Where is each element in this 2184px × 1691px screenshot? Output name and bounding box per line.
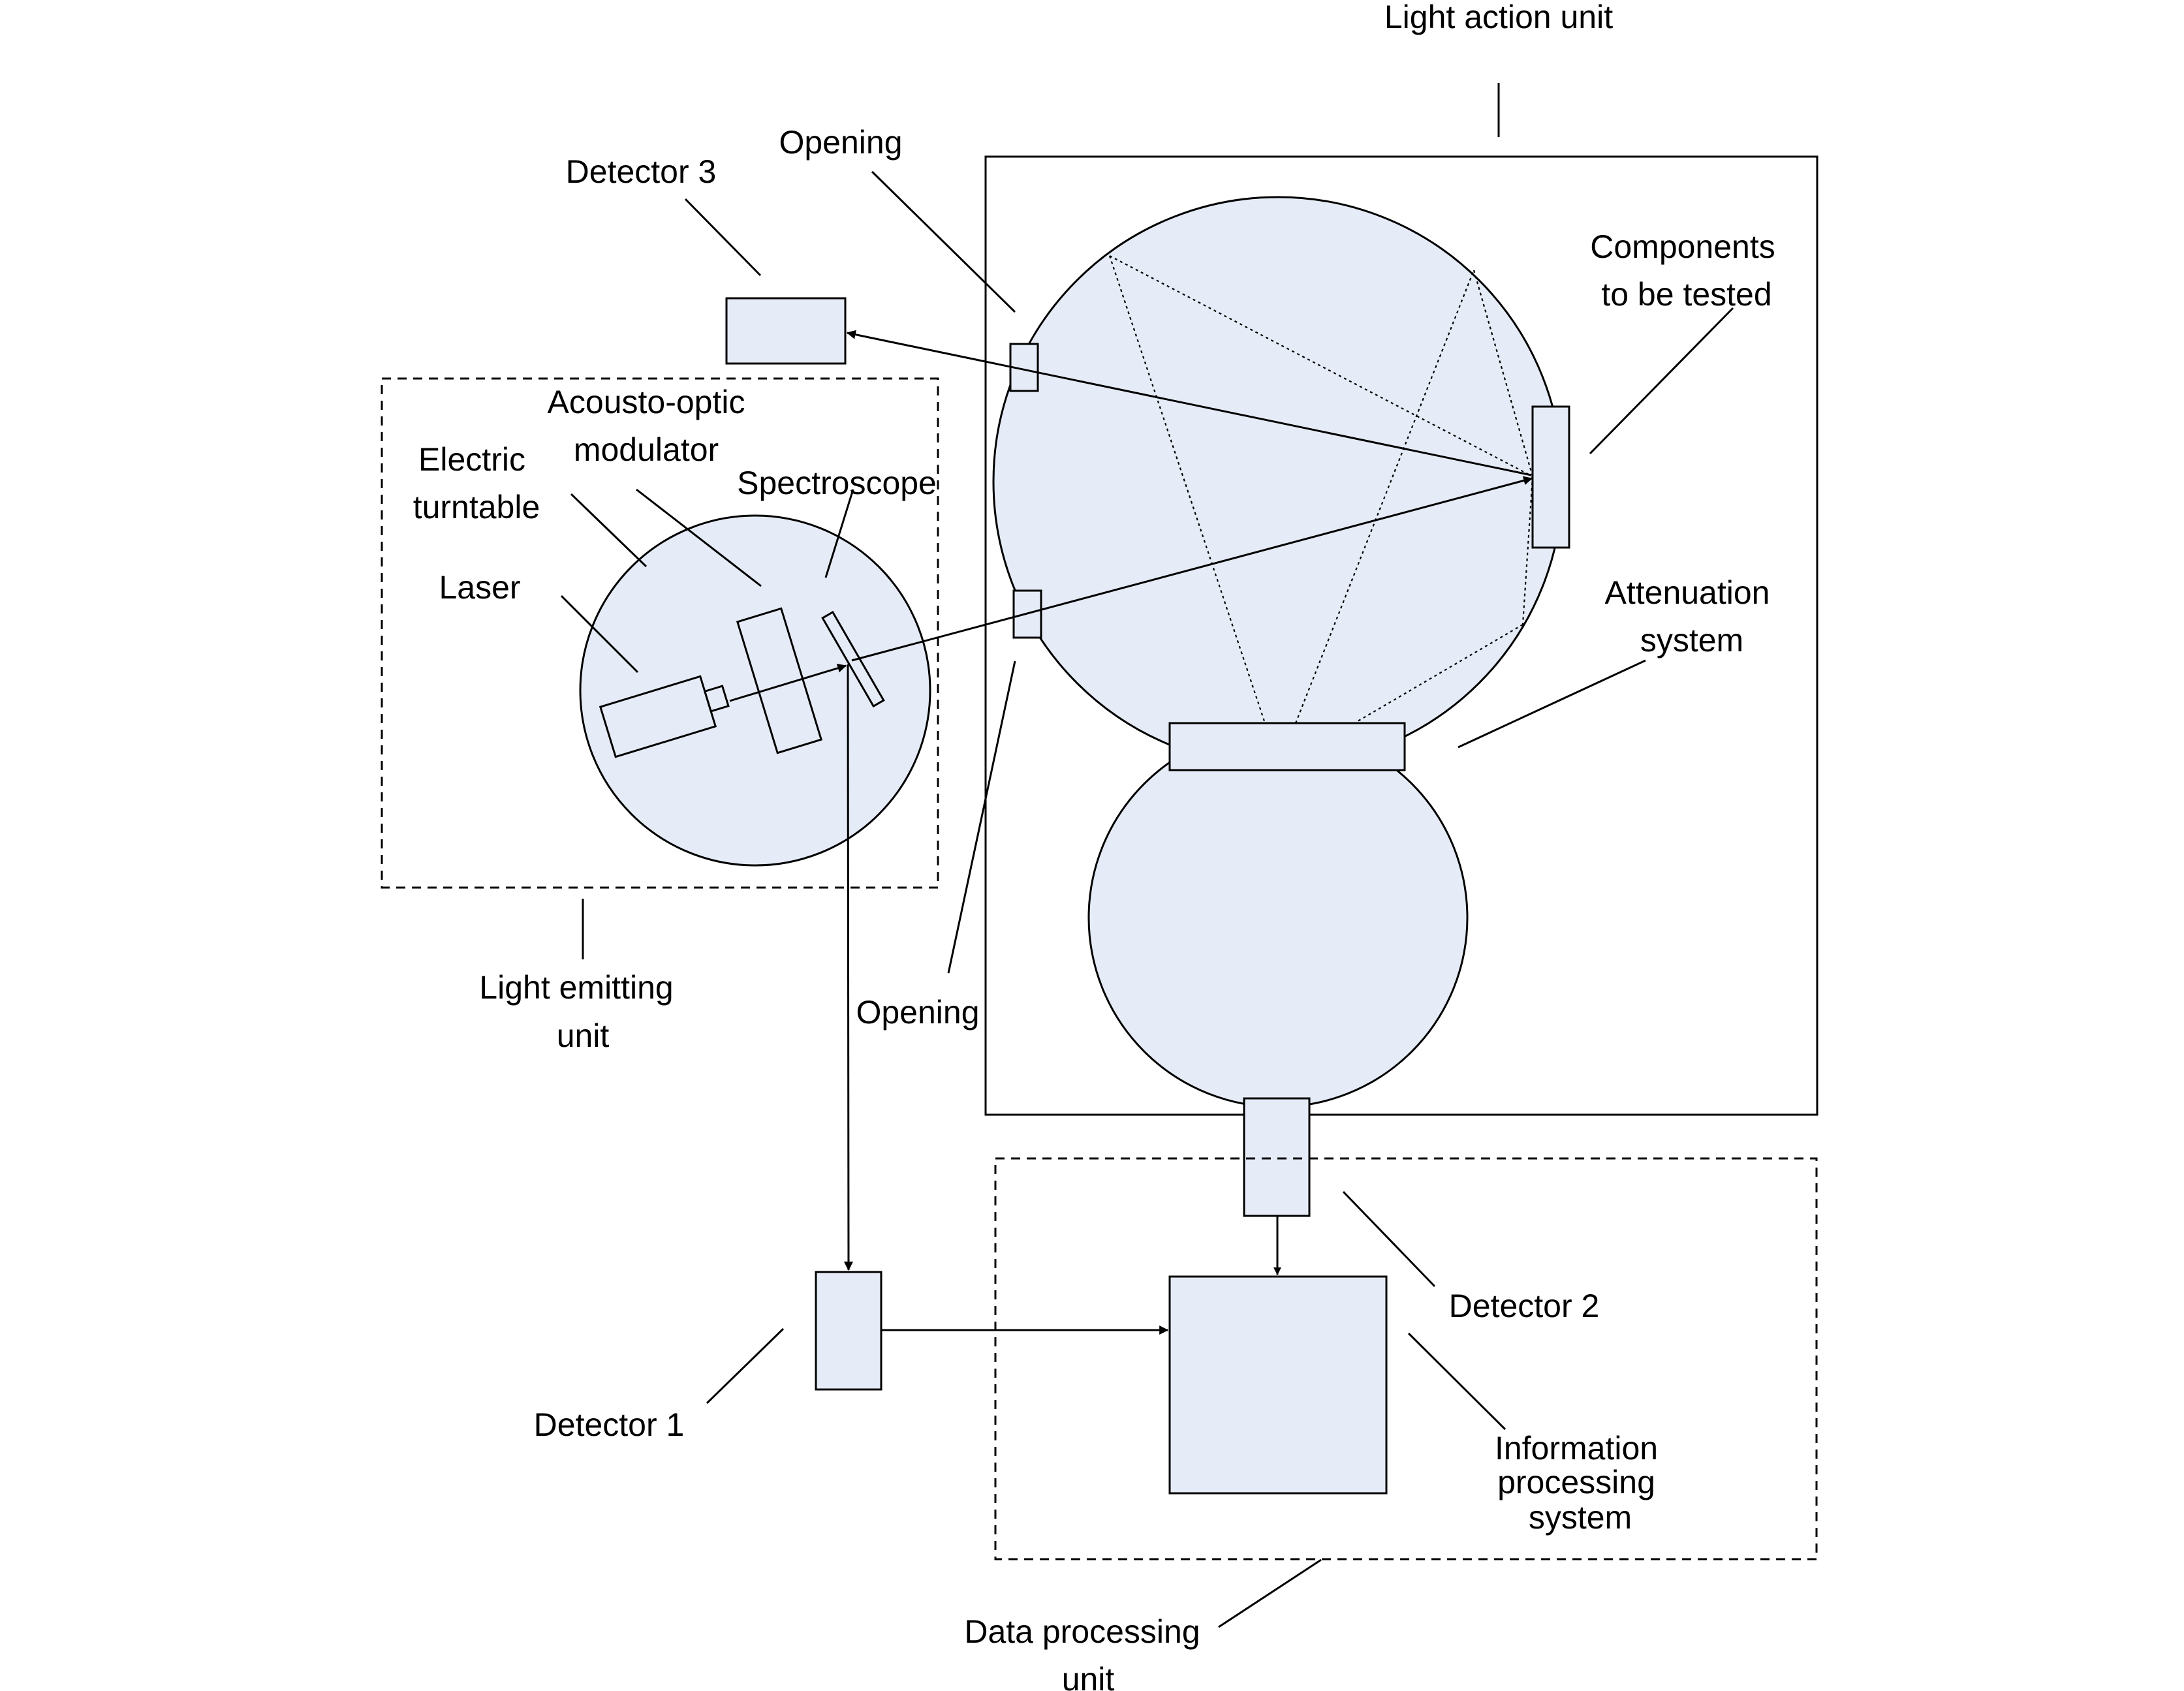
- label-light-emitting-line1: Light emitting: [479, 969, 673, 1006]
- detector-2: [1243, 1097, 1311, 1217]
- label-electric-line2: turntable: [413, 489, 540, 525]
- label-laser: Laser: [439, 569, 520, 606]
- label-opening-top: Opening: [779, 124, 902, 161]
- detector-1: [815, 1271, 882, 1391]
- label-components-line2: to be tested: [1601, 276, 1771, 313]
- detector-3: [725, 297, 847, 365]
- label-detector-1: Detector 1: [534, 1406, 685, 1443]
- labels: Light action unit Opening Detector 3 Com…: [413, 0, 1775, 1691]
- label-attenuation-line2: system: [1640, 622, 1743, 659]
- light-action-unit-frame: [984, 155, 1818, 1116]
- label-opening-bottom: Opening: [856, 994, 979, 1031]
- lower-integrating-sphere: [1087, 727, 1469, 1108]
- components-to-be-tested: [1531, 405, 1570, 549]
- label-components-line1: Components: [1590, 228, 1775, 265]
- label-acousto-line1: Acousto-optic: [548, 384, 745, 420]
- label-info-line1: Information: [1495, 1430, 1658, 1466]
- label-detector-2: Detector 2: [1449, 1288, 1600, 1324]
- internal-reflection-paths: [1108, 255, 1534, 724]
- label-acousto-line2: modulator: [574, 431, 719, 468]
- acousto-optic-modulator: [736, 607, 823, 754]
- attenuation-system: [1168, 722, 1406, 771]
- data-processing-unit-frame: [994, 1157, 1818, 1560]
- label-data-processing-line2: unit: [1062, 1661, 1115, 1691]
- label-light-action-unit: Light action unit: [1384, 0, 1613, 35]
- label-spectroscope: Spectroscope: [737, 465, 937, 501]
- label-electric-line1: Electric: [418, 441, 525, 478]
- label-light-emitting-line2: unit: [557, 1017, 610, 1054]
- label-info-line2: processing: [1497, 1464, 1655, 1500]
- label-info-line3: system: [1529, 1499, 1632, 1536]
- label-attenuation-line1: Attenuation: [1605, 574, 1770, 611]
- label-data-processing-line1: Data processing: [964, 1613, 1200, 1650]
- information-processing-system: [1168, 1275, 1388, 1495]
- label-detector-3: Detector 3: [566, 153, 717, 190]
- leader-lines: [560, 83, 1734, 1628]
- electric-turntable: [579, 514, 931, 867]
- light-beams: [729, 330, 1533, 1335]
- laser: [599, 675, 730, 758]
